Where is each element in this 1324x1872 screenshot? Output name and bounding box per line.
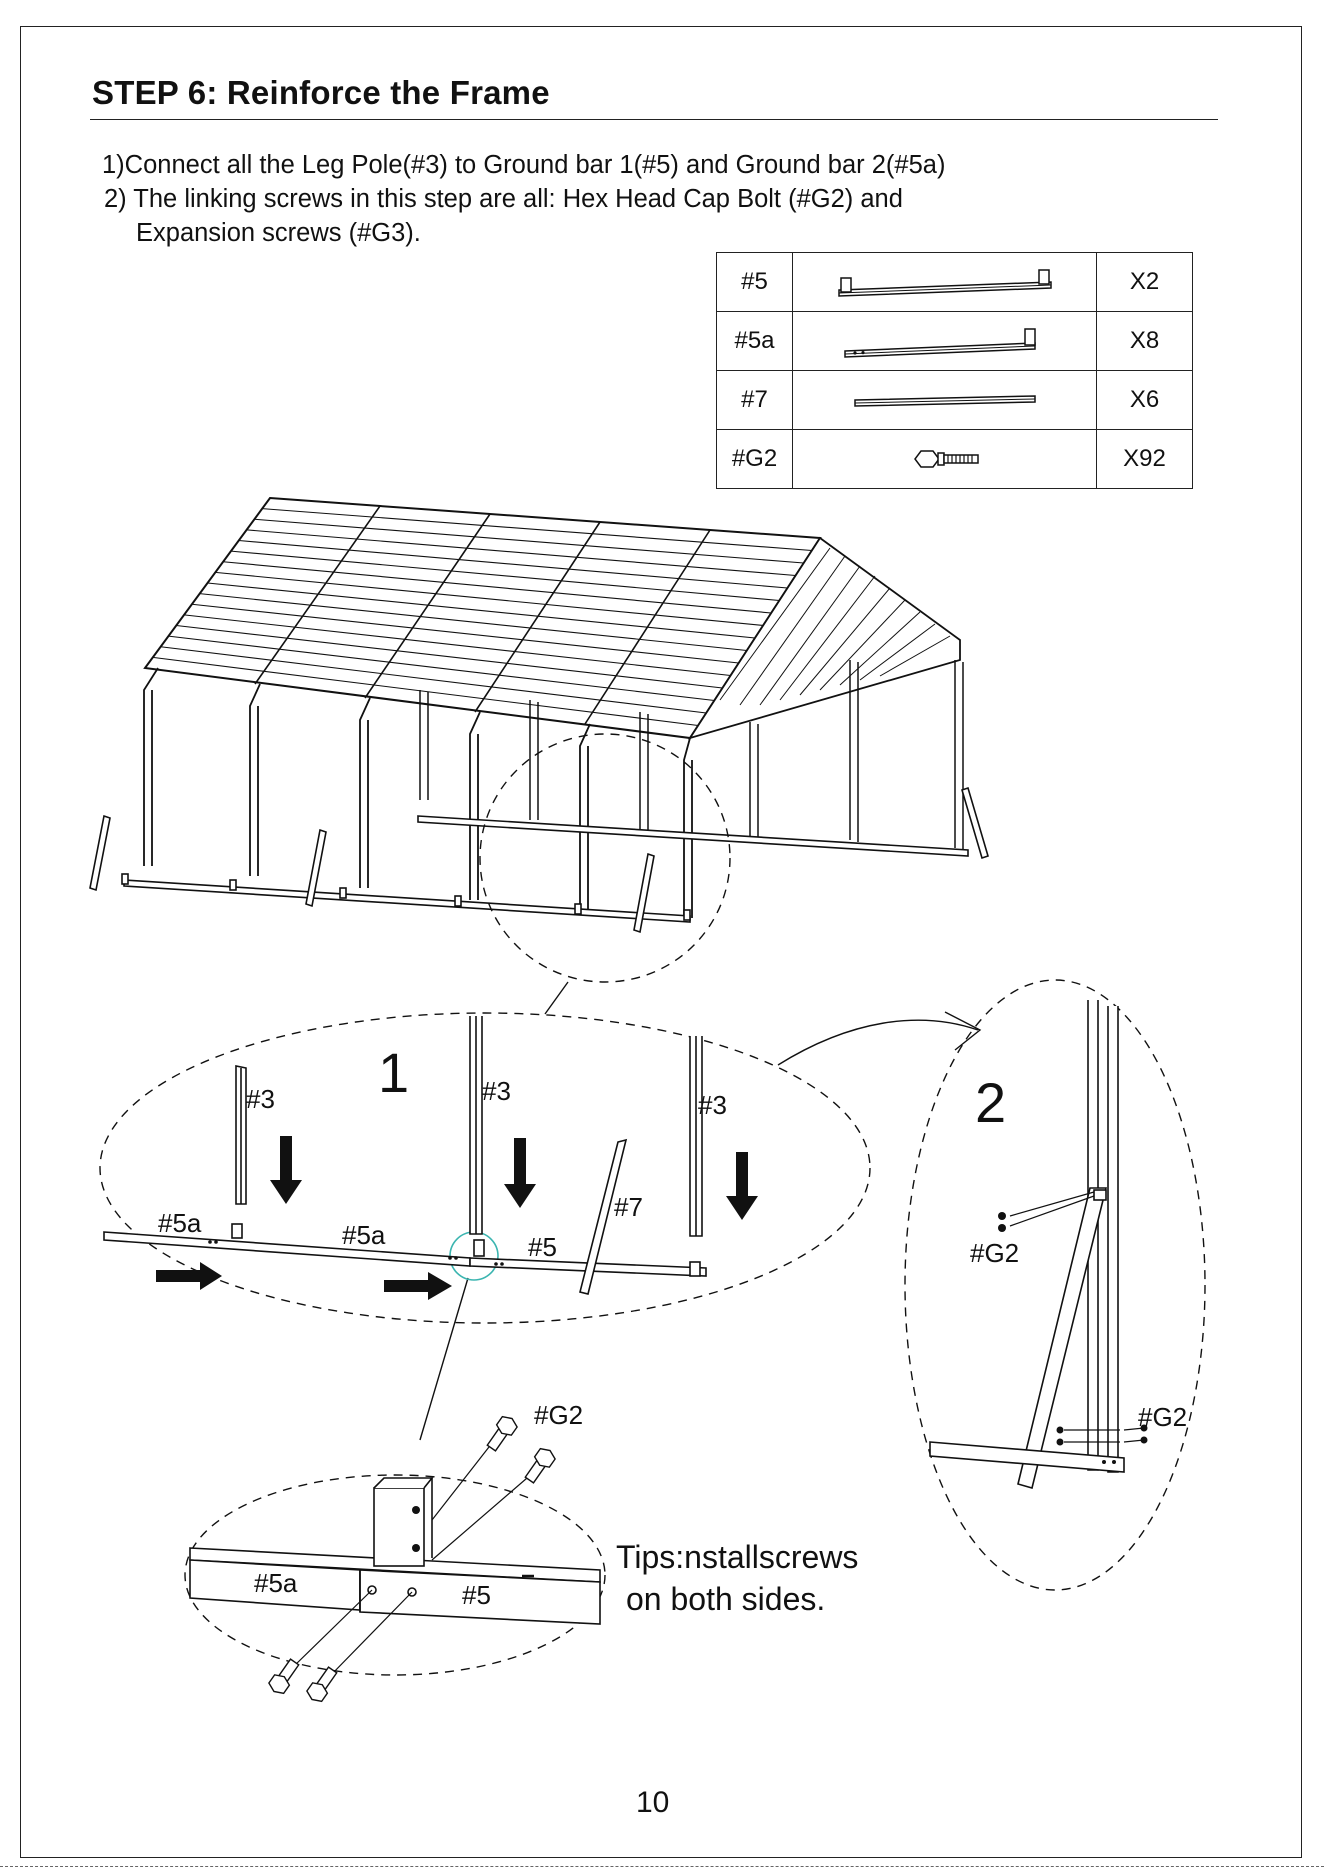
ground-bar-2-label: #5a (254, 1568, 298, 1598)
bolt-label: #G2 (1138, 1402, 1187, 1432)
roof-purlin (215, 571, 764, 627)
closeup-labels: #G2 #5a #5 (254, 1400, 583, 1610)
roof-purlin (152, 656, 699, 727)
detail-2-drawing (929, 1000, 1148, 1489)
parts-row: #G2 X92 (716, 429, 1193, 489)
roof-purlin (223, 561, 772, 614)
leg-pole-label: #3 (482, 1076, 511, 1106)
part-code: #5 (716, 252, 793, 312)
part-quantity: X2 (1096, 252, 1193, 312)
detail-1-arrows (156, 1136, 758, 1300)
detail-2-labels: 2 #G2 #G2 (970, 1071, 1187, 1432)
roof-purlin (254, 518, 804, 564)
detail-1-number: 1 (378, 1041, 409, 1104)
title-rule (90, 119, 1218, 120)
roof-purlin (262, 508, 812, 552)
roof-purlin (160, 646, 707, 714)
page-number: 10 (636, 1786, 670, 1819)
ground-bar-2-label: #5a (158, 1208, 202, 1238)
roof-purlin (199, 593, 747, 652)
step-title: STEP 6: Reinforce the Frame (92, 74, 550, 111)
leader-lines (419, 981, 982, 1441)
bolt-label: #G2 (970, 1238, 1019, 1268)
roof-purlin (207, 582, 756, 639)
part-code: #G2 (716, 429, 793, 489)
page-cut-line (0, 1866, 1324, 1867)
roof-purlin (184, 614, 731, 677)
tips-line-1: Tips:nstallscrews (616, 1539, 859, 1575)
part-code: #7 (716, 370, 793, 430)
bolt-label: #G2 (534, 1400, 583, 1430)
roof-purlin (176, 624, 723, 689)
instruction-2: 2) The linking screws in this step are a… (104, 185, 903, 213)
instruction-1: 1)Connect all the Leg Pole(#3) to Ground… (102, 151, 946, 179)
tips-line-2: on both sides. (626, 1581, 826, 1617)
parts-table: #5 X2 #5a X8 #7 (716, 252, 1193, 489)
leg-pole-label: #3 (246, 1084, 275, 1114)
page-border (20, 26, 1302, 1858)
part-quantity: X6 (1096, 370, 1193, 430)
brace-label: #7 (614, 1192, 643, 1222)
ground-bar-1-label: #5 (528, 1232, 557, 1262)
detail-1-labels: 1 #3 #3 #3 #5a #5a #5 #7 (158, 1041, 727, 1262)
tips-note: Tips:nstallscrews on both sides. (616, 1536, 858, 1620)
parts-row: #5 X2 (716, 252, 1193, 312)
detail-1-drawing (103, 1016, 707, 1295)
roof-purlin (246, 529, 796, 577)
part-code: #5a (716, 311, 793, 371)
ground-bar-1-label: #5 (462, 1580, 491, 1610)
roof-purlin (191, 603, 739, 664)
closeup-drawing (189, 1437, 601, 1677)
ground-bar-2-label: #5a (342, 1220, 386, 1250)
instruction-2-continued: Expansion screws (#G3). (136, 219, 421, 247)
detail-2-number: 2 (975, 1071, 1006, 1134)
roof-purlin (230, 550, 780, 602)
bolt-icon (268, 1415, 556, 1703)
hex-head-bolt-icon (792, 429, 1097, 489)
carport-frame-drawing (89, 496, 989, 934)
callout-outlines (99, 733, 1206, 1676)
part-quantity: X92 (1096, 429, 1193, 489)
ground-bar-1-icon (792, 252, 1097, 312)
roof-purlin (238, 539, 788, 589)
leg-pole-label: #3 (698, 1090, 727, 1120)
roof-purlin (168, 635, 715, 702)
parts-row: #5a X8 (716, 311, 1193, 371)
